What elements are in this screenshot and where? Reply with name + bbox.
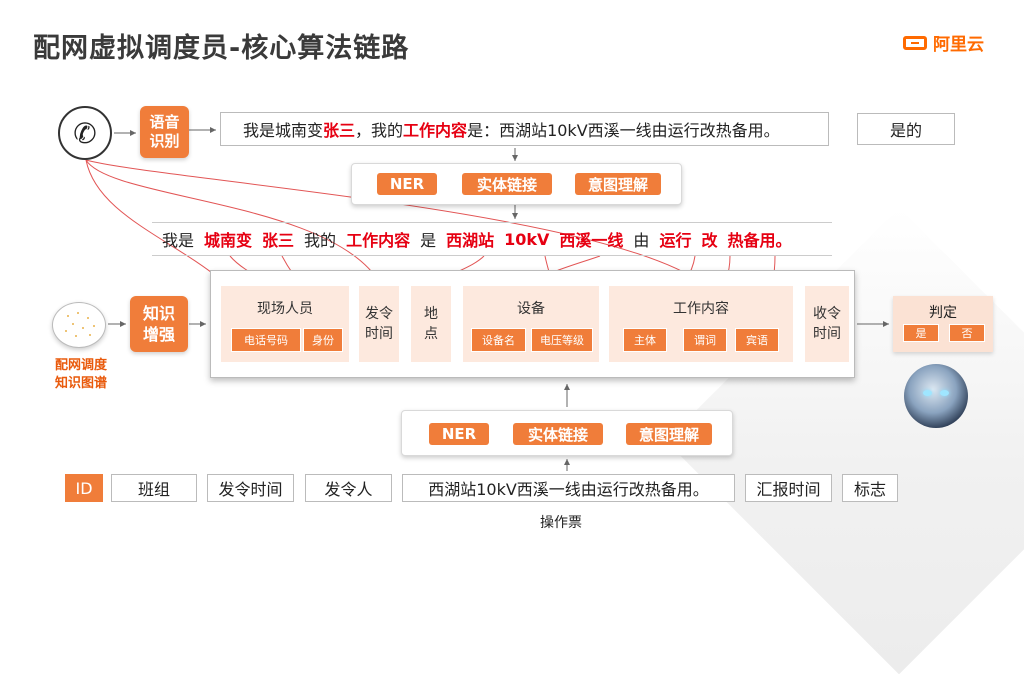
field-ticket-content: 西湖站10kV西溪一线由运行改热备用。 bbox=[402, 474, 735, 502]
slot-personnel: 现场人员 电话号码 身份 bbox=[221, 286, 349, 362]
field-flag: 标志 bbox=[842, 474, 898, 502]
token: 张三 bbox=[262, 227, 294, 251]
nlp-pipeline-top: NER 实体链接 意图理解 bbox=[351, 163, 682, 205]
slot-work-content: 工作内容 主体 谓词 宾语 bbox=[609, 286, 793, 362]
field-id: ID bbox=[65, 474, 103, 502]
nlp-pipeline-bottom: NER 实体链接 意图理解 bbox=[401, 410, 733, 456]
token: 10kV bbox=[504, 230, 549, 249]
field-team: 班组 bbox=[111, 474, 197, 502]
knowledge-graph-label: 配网调度 知识图谱 bbox=[46, 357, 116, 393]
field-issuer: 发令人 bbox=[305, 474, 392, 502]
phone-icon: ✆ bbox=[58, 106, 112, 160]
token: 热备用。 bbox=[727, 227, 791, 251]
token: 西溪一线 bbox=[559, 227, 623, 251]
tag-predicate: 谓词 bbox=[683, 328, 727, 352]
confirm-answer: 是的 bbox=[857, 113, 955, 145]
slot-location: 地 点 bbox=[411, 286, 451, 362]
token: 运行 bbox=[659, 227, 691, 251]
intent-pill: 意图理解 bbox=[626, 423, 712, 445]
slot-order-time: 发令 时间 bbox=[359, 286, 399, 362]
entity-linking-pill: 实体链接 bbox=[513, 423, 603, 445]
token: 是 bbox=[420, 227, 436, 251]
judge-yes: 是 bbox=[903, 324, 939, 342]
tag-identity: 身份 bbox=[303, 328, 343, 352]
slot-device: 设备 设备名 电压等级 bbox=[463, 286, 599, 362]
tag-phone-number: 电话号码 bbox=[231, 328, 301, 352]
operation-ticket-caption: 操作票 bbox=[540, 512, 582, 532]
robot-avatar-icon bbox=[904, 364, 968, 428]
token: 城南变 bbox=[204, 227, 252, 251]
ner-pill: NER bbox=[429, 423, 489, 445]
field-order-time: 发令时间 bbox=[207, 474, 294, 502]
knowledge-graph-icon bbox=[52, 302, 106, 348]
judge-no: 否 bbox=[949, 324, 985, 342]
ner-pill: NER bbox=[377, 173, 437, 195]
intent-pill: 意图理解 bbox=[575, 173, 661, 195]
field-report-time: 汇报时间 bbox=[745, 474, 832, 502]
token: 我的 bbox=[304, 227, 336, 251]
speech-recognition-node: 语音 识别 bbox=[140, 106, 189, 158]
tag-object: 宾语 bbox=[735, 328, 779, 352]
tag-device-name: 设备名 bbox=[471, 328, 526, 352]
tag-voltage-level: 电压等级 bbox=[531, 328, 593, 352]
judgement-box: 判定 是 否 bbox=[893, 296, 993, 352]
knowledge-enhance-node: 知识 增强 bbox=[130, 296, 188, 352]
utterance-tagged: 我是 城南变 张三 我的 工作内容 是 西湖站 10kV 西溪一线 由 运行 改… bbox=[152, 222, 832, 256]
entity-linking-pill: 实体链接 bbox=[462, 173, 552, 195]
slot-receive-time: 收令 时间 bbox=[805, 286, 849, 362]
token: 我是 bbox=[162, 227, 194, 251]
tag-subject: 主体 bbox=[623, 328, 667, 352]
utterance-original: 我是城南变张三，我的工作内容是：西湖站10kV西溪一线由运行改热备用。 bbox=[220, 112, 829, 146]
token: 改 bbox=[701, 227, 717, 251]
token: 工作内容 bbox=[346, 227, 410, 251]
token: 西湖站 bbox=[446, 227, 494, 251]
token: 由 bbox=[633, 227, 649, 251]
slot-filling-panel: 现场人员 电话号码 身份 发令 时间 地 点 设备 设备名 电压等级 工作内容 … bbox=[210, 270, 855, 378]
